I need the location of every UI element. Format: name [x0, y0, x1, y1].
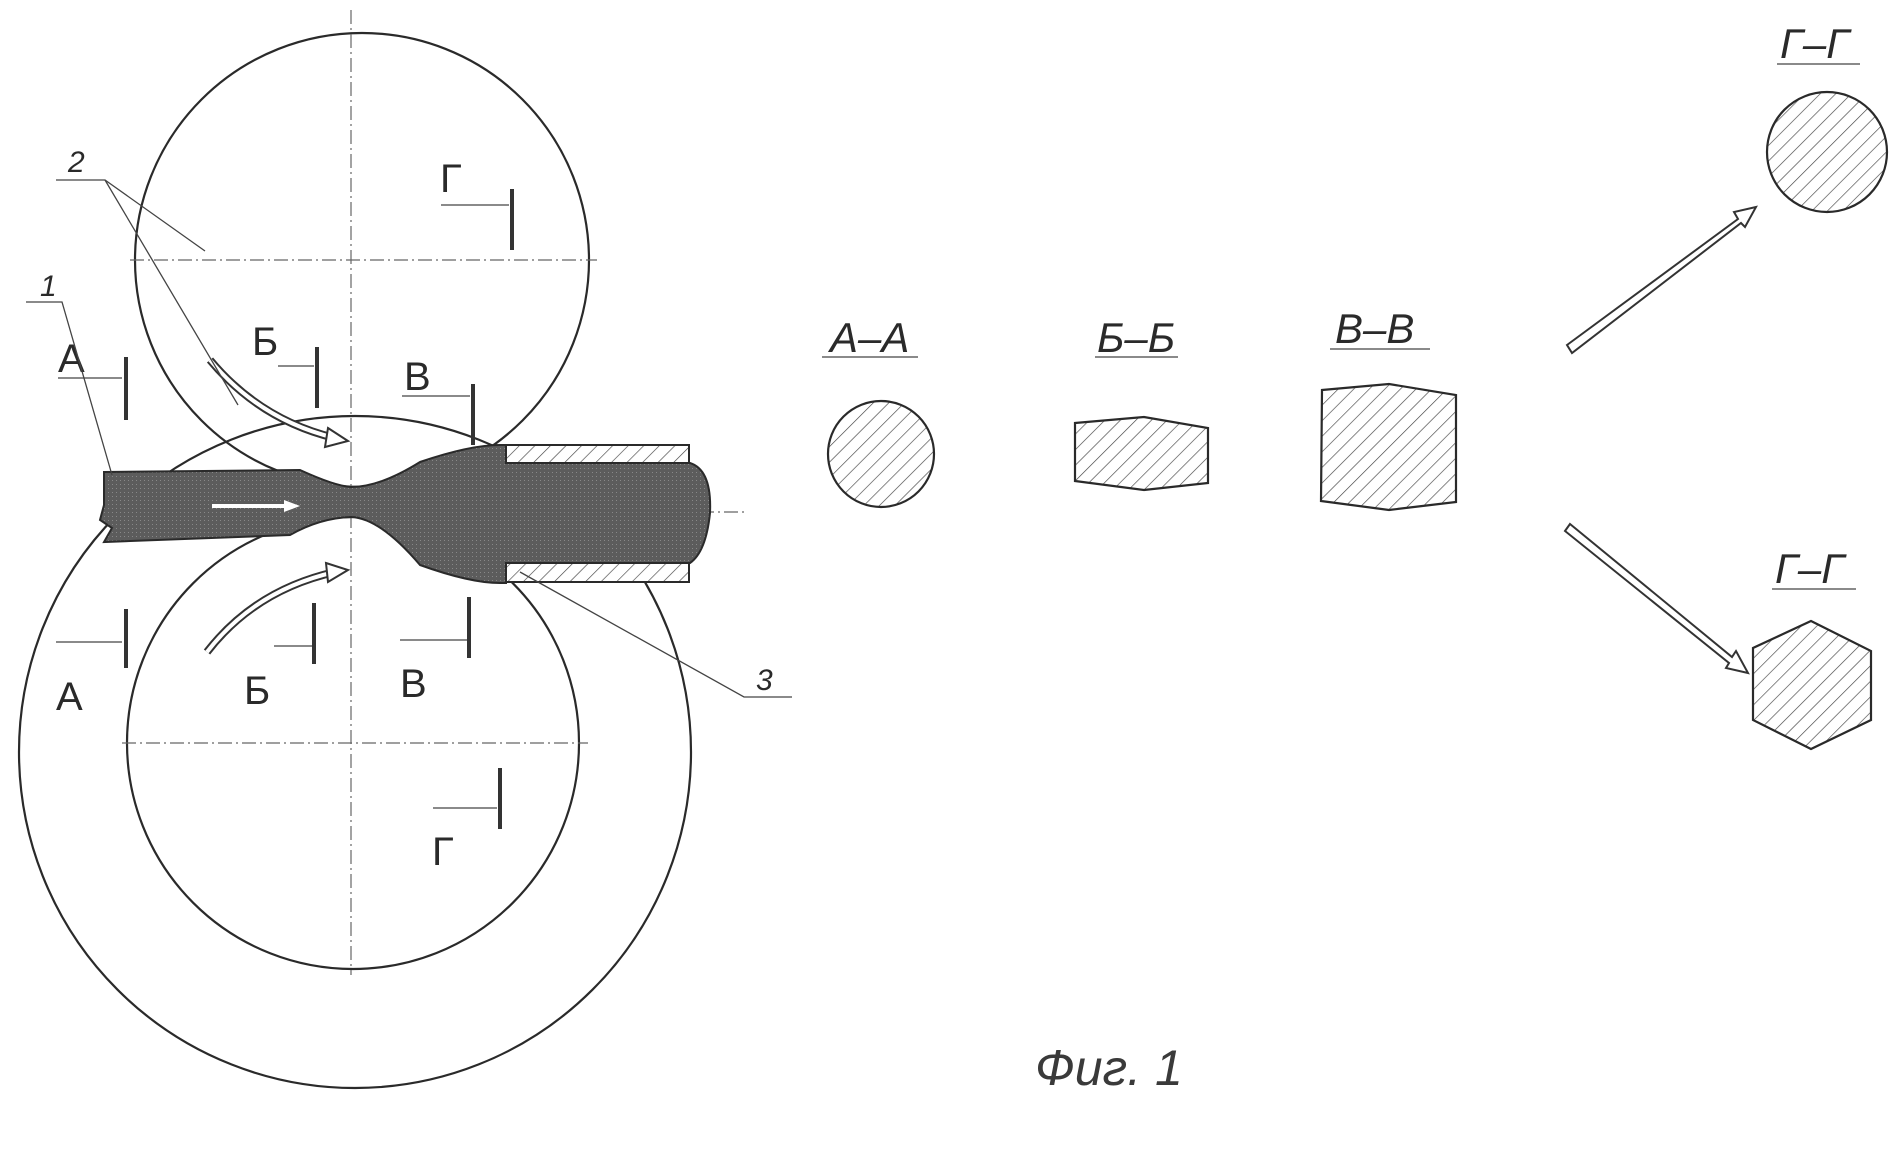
die-top-wall: [506, 445, 689, 463]
section-mark-a-bottom: А: [56, 609, 126, 719]
section-title: А–А: [827, 314, 909, 361]
figure-caption: Фиг. 1: [1035, 1040, 1183, 1096]
round-product-section: [1767, 92, 1887, 212]
section-bb: Б–Б: [1075, 314, 1208, 490]
hexagon-product-section: [1753, 621, 1871, 749]
section-letter: В: [400, 662, 427, 706]
section-mark-g-bottom: Г: [432, 768, 500, 874]
section-letter: А: [56, 675, 83, 719]
section-mark-v-bottom: В: [400, 597, 469, 706]
arrow-to-hex-icon: [1565, 524, 1748, 673]
top-rotation-arrow-head: [325, 428, 348, 447]
section-letter: Б: [252, 320, 278, 364]
callout-number: 3: [756, 664, 773, 697]
section-mark-b-bottom: Б: [244, 603, 314, 713]
workpiece: [100, 445, 710, 583]
arrow-to-round-icon: [1567, 207, 1756, 353]
section-title: Г–Г: [1775, 545, 1847, 592]
bottom-rotation-arrow-head: [326, 563, 348, 582]
section-letter: Г: [432, 830, 454, 874]
callout-die: 3: [520, 572, 792, 697]
section-vv: В–В: [1321, 305, 1456, 510]
section-gg-round: Г–Г: [1767, 20, 1887, 212]
flattened-section: [1075, 417, 1208, 490]
square-section: [1321, 384, 1456, 510]
section-letter: А: [58, 337, 85, 381]
section-title: В–В: [1335, 305, 1414, 352]
callout-number: 1: [40, 270, 57, 303]
section-letter: В: [404, 355, 431, 399]
section-mark-b-top: Б: [252, 320, 317, 408]
round-section: [828, 401, 934, 507]
callout-number: 2: [67, 146, 85, 179]
section-title: Г–Г: [1780, 20, 1852, 67]
section-letter: Г: [440, 157, 462, 201]
section-gg-hex: Г–Г: [1753, 545, 1871, 749]
section-mark-v-top: В: [402, 355, 473, 445]
section-aa: А–А: [822, 314, 934, 507]
section-title: Б–Б: [1097, 314, 1175, 361]
section-letter: Б: [244, 669, 270, 713]
section-mark-g-top: Г: [440, 157, 512, 250]
